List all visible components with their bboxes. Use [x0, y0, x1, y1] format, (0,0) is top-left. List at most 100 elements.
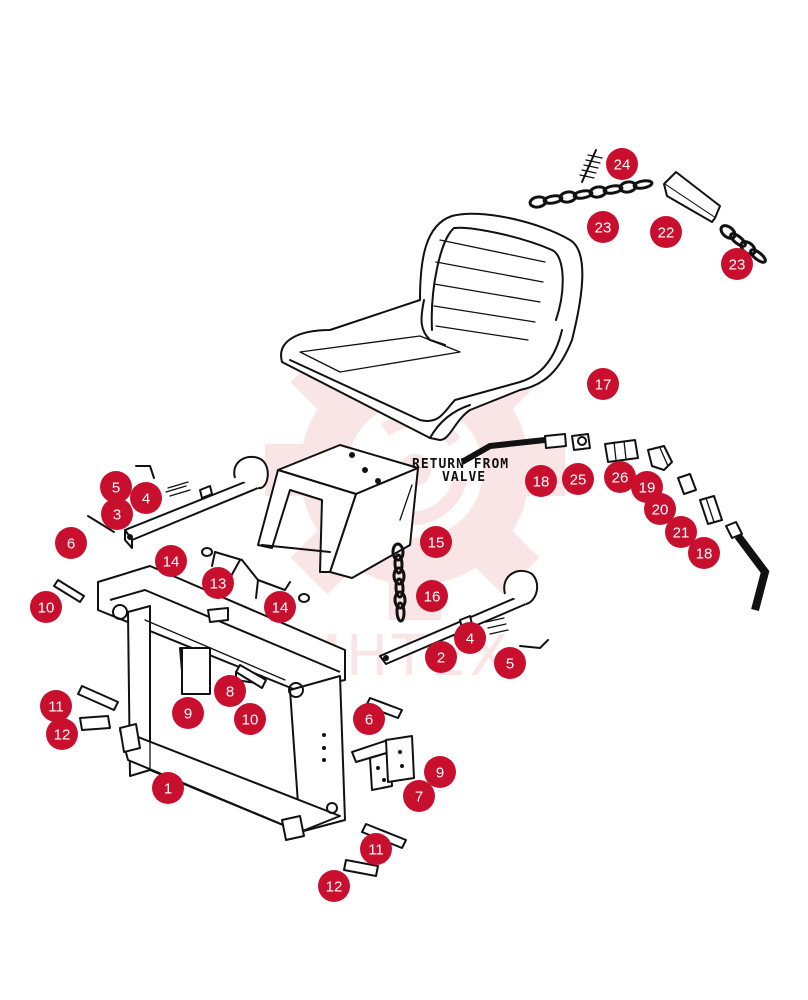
callout-11: 11	[40, 690, 72, 722]
callout-number: 11	[368, 842, 384, 859]
callout-number: 5	[506, 656, 514, 673]
callout-16: 16	[416, 580, 448, 612]
callout-number: 4	[466, 631, 474, 648]
callout-circle	[416, 580, 448, 612]
pin-part-14-left	[201, 547, 213, 557]
callout-number: 7	[415, 789, 423, 806]
callout-number: 15	[428, 535, 445, 552]
seat-part-17	[280, 212, 584, 441]
callout-number: 4	[142, 491, 150, 508]
callout-number: 26	[612, 470, 629, 487]
callout-circle	[604, 461, 636, 493]
callout-number: 13	[210, 576, 227, 593]
hose-part-18-upper	[460, 433, 567, 465]
chain-link	[392, 566, 406, 586]
hinge-part-7	[351, 739, 393, 791]
callout-circle	[130, 482, 162, 514]
chain-link	[558, 190, 578, 204]
callout-8: 8	[214, 675, 246, 707]
chain-link	[719, 224, 737, 240]
chain-link	[395, 601, 406, 623]
callout-number: 12	[54, 727, 71, 744]
callout-17: 17	[587, 368, 619, 400]
elbow-part-19	[647, 445, 673, 471]
callout-18: 18	[688, 537, 720, 569]
callout-circle	[525, 465, 557, 497]
callout-6: 6	[55, 527, 87, 559]
callout-number: 19	[639, 480, 656, 497]
callout-circle	[214, 675, 246, 707]
leader-return	[399, 484, 413, 521]
callout-circle	[318, 870, 350, 902]
chain-link	[749, 248, 767, 264]
callout-number: 12	[326, 879, 343, 896]
chain-link	[572, 189, 594, 200]
callout-22: 22	[650, 216, 682, 248]
chain-link	[602, 184, 624, 195]
callout-number: 10	[242, 712, 259, 729]
callout-circle	[46, 718, 78, 750]
callout-number: 16	[424, 589, 441, 606]
chain-part-23-left	[528, 179, 654, 209]
hinge-part-9-left	[181, 647, 211, 695]
spring-part-4-right	[485, 617, 509, 635]
callout-circle	[688, 537, 720, 569]
callout-circle	[420, 526, 452, 558]
callout-circle	[353, 703, 385, 735]
callout-circle	[425, 641, 457, 673]
callout-circle	[494, 647, 526, 679]
fitting-part-20	[677, 473, 697, 495]
slide-rail-part-3	[124, 455, 269, 549]
callout-number: 5	[112, 480, 120, 497]
pin-part-5-left	[135, 465, 155, 479]
callout-25: 25	[562, 463, 594, 495]
callout-12: 12	[318, 870, 350, 902]
fitting-part-21	[699, 495, 723, 525]
callout-circle	[562, 463, 594, 495]
adapter-part-26	[604, 439, 639, 463]
chain-part-16	[391, 542, 407, 623]
callout-number: 3	[113, 507, 121, 524]
callout-number: 11	[48, 699, 64, 716]
label-return-from: RETURN FROM	[412, 457, 509, 472]
callout-number: 14	[272, 600, 289, 617]
chain-link	[391, 542, 405, 562]
callout-11: 11	[360, 833, 392, 865]
callout-circle	[40, 690, 72, 722]
callout-number: 25	[570, 472, 587, 489]
clip-part-12-right	[343, 859, 379, 877]
callout-circle	[721, 248, 753, 280]
callout-3: 3	[101, 498, 133, 530]
slide-rail-part-2	[379, 569, 539, 665]
spring-part-4-left	[165, 481, 191, 497]
callout-15: 15	[420, 526, 452, 558]
callout-circle	[360, 833, 392, 865]
callout-circle	[264, 591, 296, 623]
callout-18: 18	[525, 465, 557, 497]
callout-5: 5	[100, 471, 132, 503]
callout-number: 1	[164, 781, 172, 798]
callout-14: 14	[155, 545, 187, 577]
pin-part-14-right	[298, 593, 310, 603]
nut-part-25	[571, 433, 591, 451]
callout-9: 9	[172, 697, 204, 729]
label-valve: VALVE	[442, 470, 486, 485]
callout-4: 4	[454, 622, 486, 654]
callout-24: 24	[606, 148, 638, 180]
callout-2: 2	[425, 641, 457, 673]
callout-12: 12	[46, 718, 78, 750]
callout-number: 6	[365, 712, 373, 729]
chain-link	[542, 194, 564, 205]
bracket-part-22	[663, 171, 721, 223]
callout-9: 9	[424, 756, 456, 788]
pin-part-5-right	[519, 639, 549, 649]
callout-7: 7	[403, 780, 435, 812]
chain-link	[528, 195, 548, 209]
callout-13: 13	[202, 567, 234, 599]
callout-23: 23	[721, 248, 753, 280]
callout-circle	[55, 527, 87, 559]
callout-number: 23	[595, 220, 612, 237]
callout-circle	[650, 216, 682, 248]
callout-circle	[100, 471, 132, 503]
